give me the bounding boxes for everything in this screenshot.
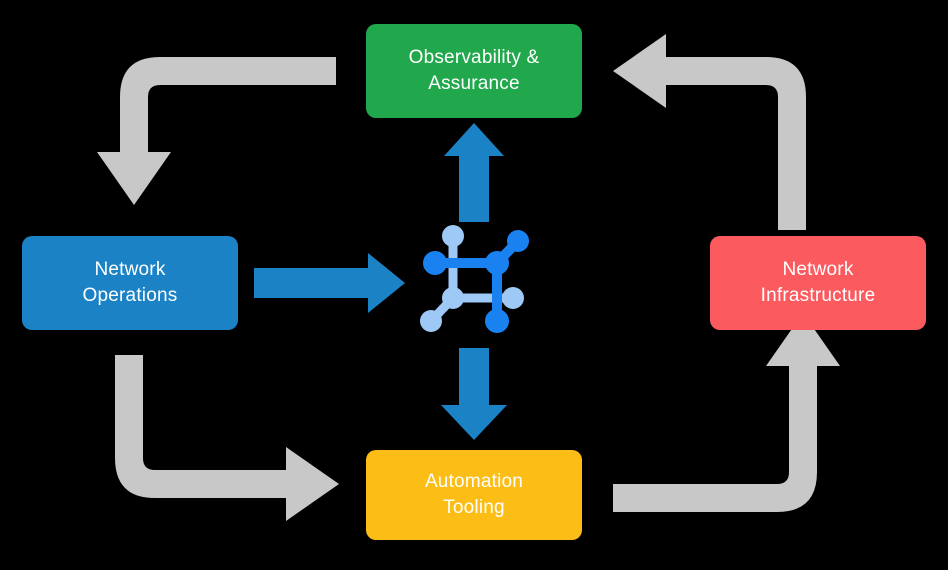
connector-center-to-observability bbox=[444, 123, 504, 222]
connector-infrastructure-to-observability bbox=[613, 34, 806, 230]
node-label-automation-tooling: Automation Tooling bbox=[424, 471, 524, 518]
node-label-network-operations: Network Operations bbox=[82, 259, 178, 306]
network-topology-icon bbox=[415, 218, 535, 338]
node-label-observability: Observability & Assurance bbox=[408, 47, 540, 94]
network-topology-icon-svg bbox=[420, 225, 529, 333]
node-box-automation-tooling[interactable]: Automation Tooling bbox=[366, 450, 582, 540]
node-box-network-infrastructure[interactable]: Network Infrastructure bbox=[710, 236, 926, 330]
topology-nodes-light bbox=[420, 225, 524, 332]
topology-nodes-dark bbox=[423, 230, 529, 333]
node-box-observability[interactable]: Observability & Assurance bbox=[366, 24, 582, 118]
connector-observability-to-operations bbox=[97, 57, 336, 205]
connector-center-to-automation bbox=[441, 348, 507, 440]
connector-automation-to-infrastructure bbox=[613, 313, 840, 512]
connector-operations-to-center bbox=[254, 253, 405, 313]
connector-operations-to-automation bbox=[115, 355, 339, 521]
node-box-network-operations[interactable]: Network Operations bbox=[22, 236, 238, 330]
node-label-network-infrastructure: Network Infrastructure bbox=[760, 259, 876, 306]
